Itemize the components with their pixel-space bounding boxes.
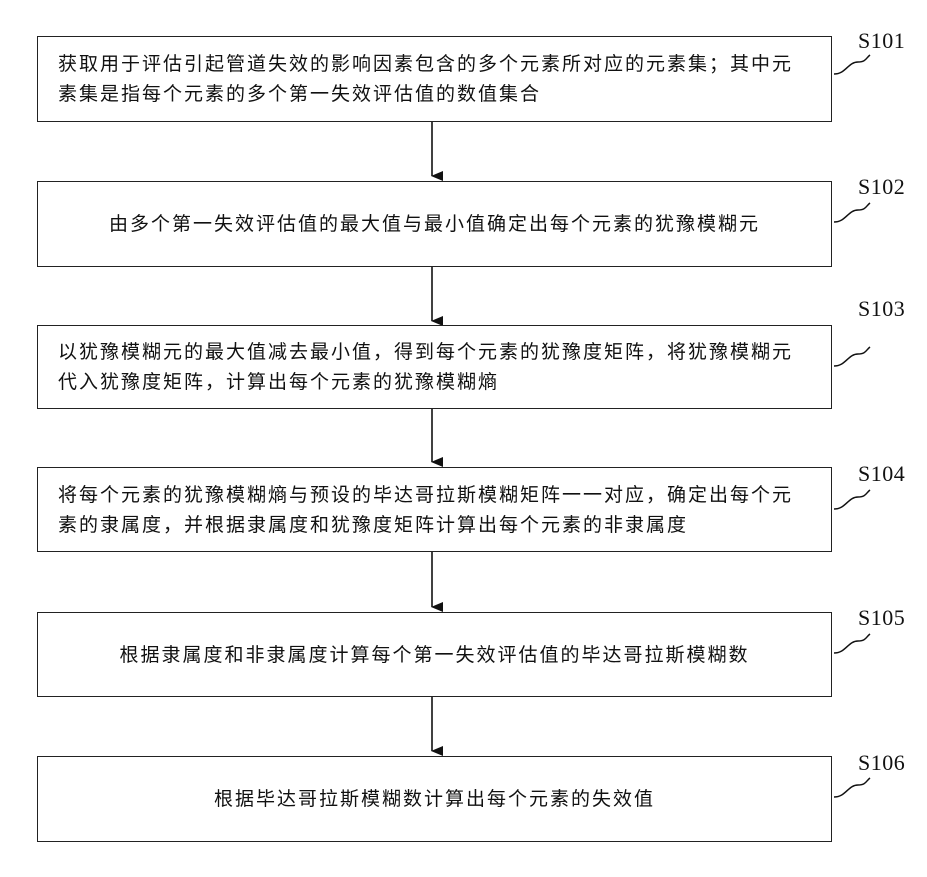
step-box-s104: 将每个元素的犹豫模糊熵与预设的毕达哥拉斯模糊矩阵一一对应，确定出每个元 素的隶属…: [37, 467, 832, 552]
step-text-s101: 获取用于评估引起管道失效的影响因素包含的多个元素所对应的元素集；其中元 素集是指…: [58, 49, 793, 109]
step-text-s102: 由多个第一失效评估值的最大值与最小值确定出每个元素的犹豫模糊元: [58, 209, 811, 239]
step-text-s104-line-1: 将每个元素的犹豫模糊熵与预设的毕达哥拉斯模糊矩阵一一对应，确定出每个元: [58, 480, 793, 510]
step-label-s102: S102: [858, 174, 905, 200]
leader-s104: [834, 490, 870, 509]
step-text-s103: 以犹豫模糊元的最大值减去最小值，得到每个元素的犹豫度矩阵，将犹豫模糊元 代入犹豫…: [58, 337, 793, 397]
step-text-s106-line-1: 根据毕达哥拉斯模糊数计算出每个元素的失效值: [58, 784, 811, 814]
step-text-s101-line-2: 素集是指每个元素的多个第一失效评估值的数值集合: [58, 79, 793, 109]
step-box-s102: 由多个第一失效评估值的最大值与最小值确定出每个元素的犹豫模糊元: [37, 181, 832, 267]
step-box-s101: 获取用于评估引起管道失效的影响因素包含的多个元素所对应的元素集；其中元 素集是指…: [37, 36, 832, 122]
step-label-s101: S101: [858, 28, 905, 54]
step-text-s104: 将每个元素的犹豫模糊熵与预设的毕达哥拉斯模糊矩阵一一对应，确定出每个元 素的隶属…: [58, 480, 793, 540]
step-text-s101-line-1: 获取用于评估引起管道失效的影响因素包含的多个元素所对应的元素集；其中元: [58, 49, 793, 79]
step-text-s103-line-1: 以犹豫模糊元的最大值减去最小值，得到每个元素的犹豫度矩阵，将犹豫模糊元: [58, 337, 793, 367]
step-box-s106: 根据毕达哥拉斯模糊数计算出每个元素的失效值: [37, 756, 832, 842]
step-text-s105-line-1: 根据隶属度和非隶属度计算每个第一失效评估值的毕达哥拉斯模糊数: [58, 640, 811, 670]
step-box-s103: 以犹豫模糊元的最大值减去最小值，得到每个元素的犹豫度矩阵，将犹豫模糊元 代入犹豫…: [37, 325, 832, 409]
step-text-s105: 根据隶属度和非隶属度计算每个第一失效评估值的毕达哥拉斯模糊数: [58, 640, 811, 670]
step-label-s103: S103: [858, 296, 905, 322]
leader-s103: [834, 347, 870, 366]
leader-s102: [834, 203, 870, 222]
leader-s106: [834, 778, 870, 797]
leader-s101: [834, 55, 870, 74]
leader-s105: [834, 634, 870, 653]
step-text-s104-line-2: 素的隶属度，并根据隶属度和犹豫度矩阵计算出每个元素的非隶属度: [58, 510, 793, 540]
step-label-s104: S104: [858, 461, 905, 487]
step-text-s106: 根据毕达哥拉斯模糊数计算出每个元素的失效值: [58, 784, 811, 814]
step-text-s102-line-1: 由多个第一失效评估值的最大值与最小值确定出每个元素的犹豫模糊元: [58, 209, 811, 239]
step-label-s106: S106: [858, 750, 905, 776]
step-text-s103-line-2: 代入犹豫度矩阵，计算出每个元素的犹豫模糊熵: [58, 367, 793, 397]
step-label-s105: S105: [858, 605, 905, 631]
step-box-s105: 根据隶属度和非隶属度计算每个第一失效评估值的毕达哥拉斯模糊数: [37, 612, 832, 697]
